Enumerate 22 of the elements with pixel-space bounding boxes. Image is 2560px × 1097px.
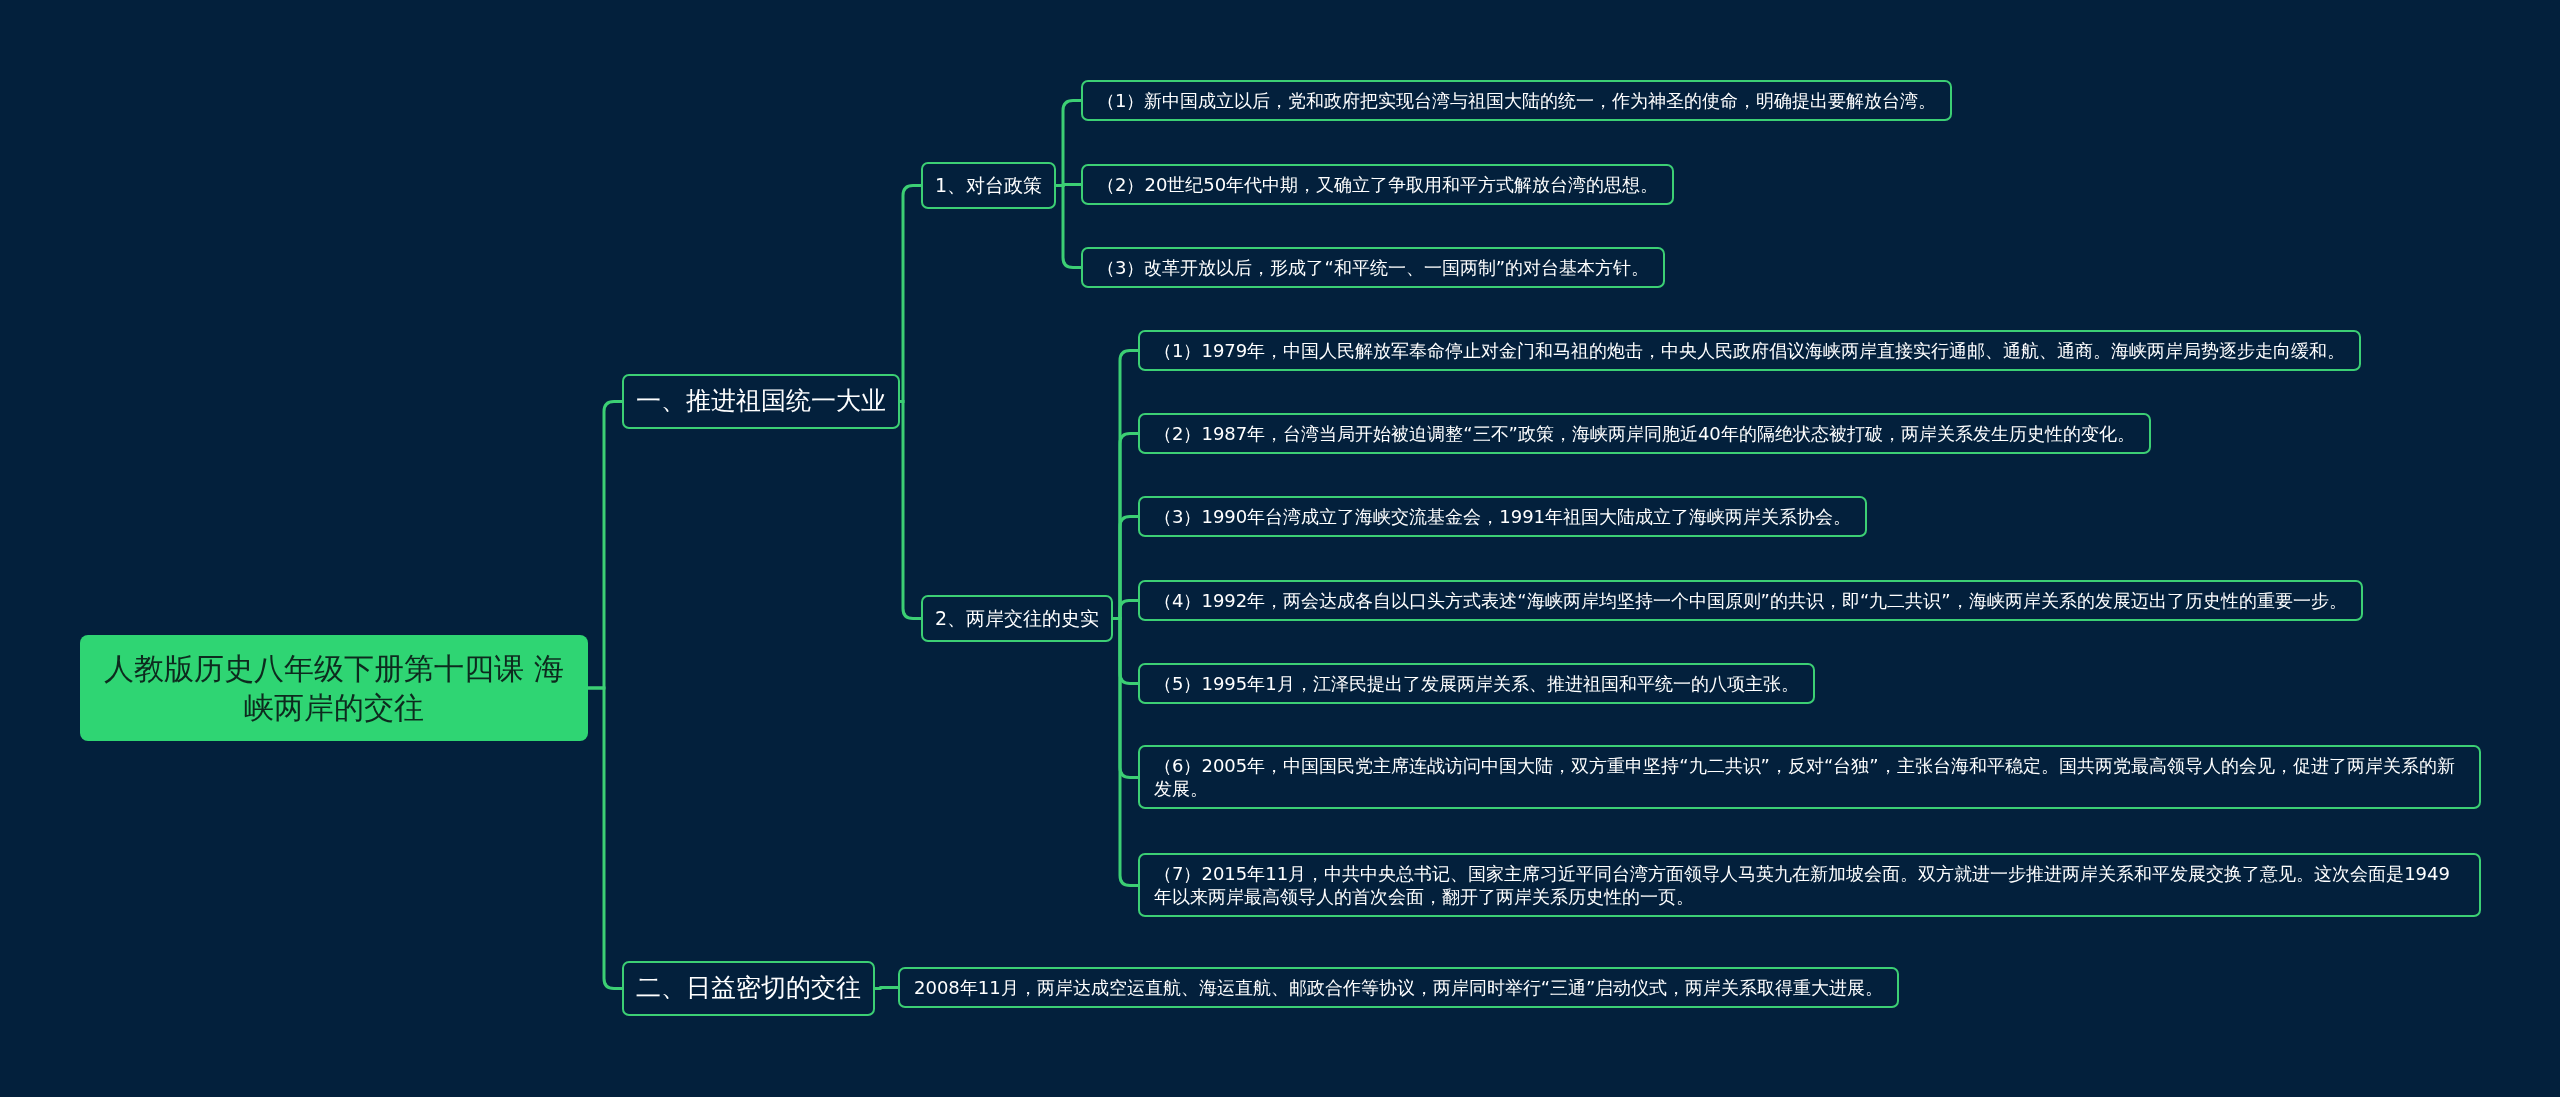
connector-line (900, 400, 921, 620)
connector-line (588, 686, 622, 990)
detail-topic: （4）1992年，两会达成各自以口头方式表述“海峡两岸均坚持一个中国原则”的共识，即“九二共识”，海峡两岸关系的发展迈出了历史性的重要一步。 (1138, 580, 2363, 622)
branch-topic: 1、对台政策 (921, 162, 1057, 209)
connector-line (875, 986, 898, 990)
detail-topic: （7）2015年11月，中共中央总书记、国家主席习近平同台湾方面领导人马英九在新加坡会面。双方就进一步推进两岸关系和平发展交换了意见。这次会面是1949年以来两岸最高领导人的首次会面，翻开了两岸关系历史性的一页。 (1138, 852, 2481, 918)
connector-line (900, 184, 921, 403)
branch-topic: 二、日益密切的交往 (622, 961, 875, 1016)
detail-topic: 2008年11月，两岸达成空运直航、海运直航、邮政合作等协议，两岸同时举行“三通”启动仪式，两岸关系取得重大进展。 (898, 967, 1900, 1009)
detail-topic: （5）1995年1月，江泽民提出了发展两岸关系、推进祖国和平统一的八项主张。 (1138, 663, 1815, 705)
detail-topic: （3）改革开放以后，形成了“和平统一、一国两制”的对台基本方针。 (1081, 247, 1666, 289)
branch-topic: 2、两岸交往的史实 (921, 595, 1114, 642)
detail-topic: （2）1987年，台湾当局开始被迫调整“三不”政策，海峡两岸同胞近40年的隔绝状态被打破，两岸关系发生历史性的变化。 (1138, 413, 2151, 455)
connector-line (1113, 617, 1138, 887)
detail-topic: （6）2005年，中国国民党主席连战访问中国大陆，双方重申坚持“九二共识”，反对“台独”，主张台海和平稳定。国共两党最高领导人的会见，促进了两岸关系的新发展。 (1138, 744, 2481, 810)
detail-topic: （1）新中国成立以后，党和政府把实现台湾与祖国大陆的统一，作为神圣的使命，明确提出要解放台湾。 (1081, 80, 1953, 122)
detail-topic: （1）1979年，中国人民解放军奉命停止对金门和马祖的炮击，中央人民政府倡议海峡两岸直接实行通邮、通航、通商。海峡两岸局势逐步走向缓和。 (1138, 330, 2362, 372)
detail-topic: （2）20世纪50年代中期，又确立了争取用和平方式解放台湾的思想。 (1081, 164, 1675, 206)
root-topic: 人教版历史八年级下册第十四课 海峡两岸的交往 (80, 634, 588, 741)
connector-line (1056, 184, 1081, 269)
detail-topic: （3）1990年台湾成立了海峡交流基金会，1991年祖国大陆成立了海峡两岸关系协会。 (1138, 496, 1868, 538)
branch-topic: 一、推进祖国统一大业 (622, 374, 900, 429)
